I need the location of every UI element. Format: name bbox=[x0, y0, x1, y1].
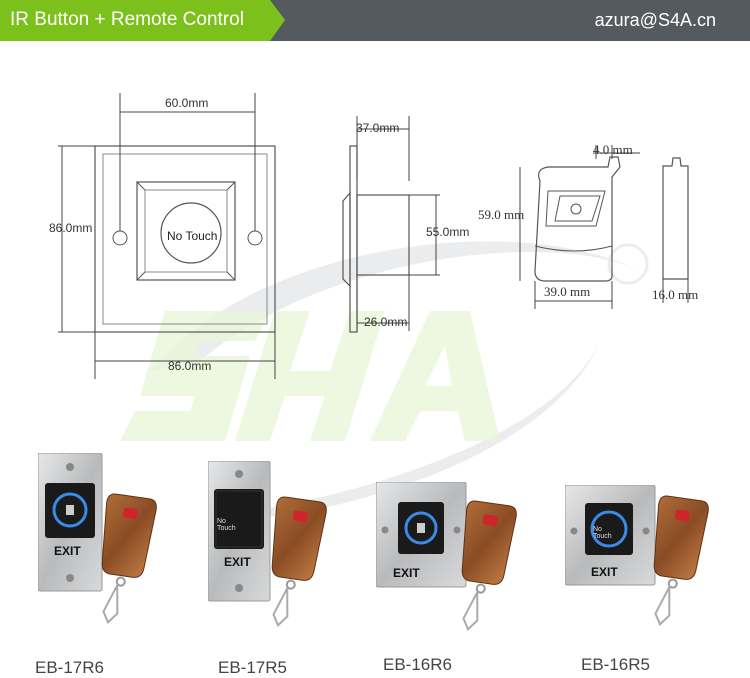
model-label-eb-16r5: EB-16R5 bbox=[581, 655, 650, 674]
front-view-drawing bbox=[58, 93, 276, 379]
technical-drawing-area: 60.0mm 86.0mm 86.0mm No Touch 37.0mm 55.… bbox=[0, 41, 750, 677]
model-label-eb-16r6: EB-16R6 bbox=[383, 655, 452, 674]
remote-width-dimension: 39.0 mm bbox=[544, 284, 591, 299]
side-view-drawing bbox=[342, 116, 440, 333]
remote-thickness-dimension: 4.0 mm bbox=[593, 142, 633, 157]
exit-button-plate-icon bbox=[38, 453, 157, 624]
front-height-dimension: 86.0mm bbox=[49, 221, 93, 235]
exit-label: EXIT bbox=[224, 555, 251, 569]
exit-button-plate-icon bbox=[208, 461, 327, 627]
front-outer-width-dimension: 86.0mm bbox=[168, 359, 212, 373]
remote-depth-dimension: 16.0 mm bbox=[652, 287, 699, 302]
side-depth-dimension: 37.0mm bbox=[356, 121, 400, 135]
no-touch-text: No Touch bbox=[593, 526, 612, 540]
no-touch-text: No Touch bbox=[217, 518, 236, 532]
header-title-tab bbox=[0, 0, 285, 41]
front-width-dimension: 60.0mm bbox=[165, 96, 209, 110]
front-button-text: No Touch bbox=[167, 229, 218, 243]
exit-label: EXIT bbox=[591, 565, 618, 579]
watermark-logo bbox=[120, 241, 649, 521]
exit-button-plate-icon bbox=[376, 482, 517, 631]
page-title: IR Button + Remote Control bbox=[10, 9, 244, 30]
model-label-eb-17r6: EB-17R6 bbox=[35, 658, 104, 677]
model-label-eb-17r5: EB-17R5 bbox=[218, 658, 287, 677]
exit-label: EXIT bbox=[54, 544, 81, 558]
exit-button-plate-icon bbox=[565, 485, 709, 626]
remote-view-drawing bbox=[519, 145, 689, 309]
contact-email: azura@S4A.cn bbox=[594, 10, 716, 30]
remote-height-dimension: 59.0 mm bbox=[478, 207, 525, 222]
drawing-canvas bbox=[58, 93, 689, 521]
side-height-dimension: 55.0mm bbox=[426, 225, 470, 239]
header-bar: IR Button + Remote Control azura@S4A.cn bbox=[0, 0, 750, 41]
exit-label: EXIT bbox=[393, 566, 420, 580]
side-base-depth-dimension: 26.0mm bbox=[364, 315, 408, 329]
